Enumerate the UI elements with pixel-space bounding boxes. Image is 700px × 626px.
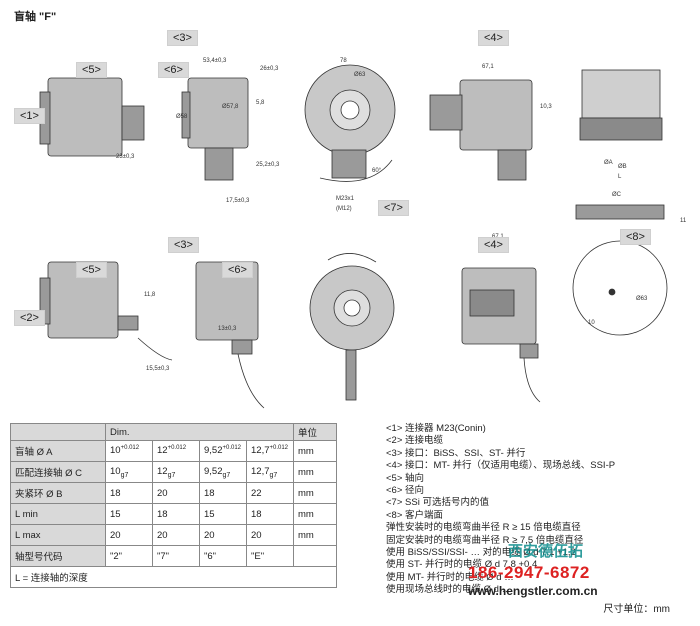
note-line: <5> 轴向 (386, 472, 425, 484)
view-tag: <2> (14, 310, 45, 326)
watermark-url: www.hengstler.com.cn (468, 584, 598, 598)
dim-header: Dim. (105, 423, 294, 441)
dim-label: L (618, 174, 622, 180)
dim-label: ØC (612, 192, 622, 198)
view-tag: <4> (478, 30, 509, 46)
view-tag: <3> (167, 30, 198, 46)
technical-drawing: 53,4±0,3 26±0,3 Ø58 Ø57,8 5,8 25,2±0,3 1… (39, 58, 687, 409)
dim-label: 53,4±0,3 (203, 58, 227, 64)
dim-label: 17,5±0,3 (226, 198, 250, 204)
table-corner (10, 423, 106, 441)
dim-label: (M12) (336, 206, 352, 212)
view-tag: <6> (158, 62, 189, 78)
note-line: <4> 接口：MT- 并行（仅适用电缆）、现场总线、SSI-P (386, 460, 616, 472)
dim-label: ØB (618, 164, 627, 170)
table-footer: L = 连接轴的深度 (10, 566, 337, 588)
view-tag: <1> (14, 108, 45, 124)
dim-label: 60° (372, 168, 382, 174)
dim-label: 26±0,3 (260, 66, 279, 72)
dim-label: 67,1 (482, 64, 494, 70)
table-row: L min 15 18 15 18 mm (10, 503, 337, 525)
view-tag: <4> (478, 237, 509, 253)
table-row: 匹配连接轴 Ø C 10g7 12g7 9,52g7 12,7g7 mm (10, 461, 337, 483)
note-line: <7> SSi 可选括号内的值 (386, 497, 489, 509)
view-tag: <6> (222, 262, 253, 278)
note-line: <3> 接口：BiSS、SSI、ST- 并行 (386, 447, 526, 459)
table-row: 盲轴 Ø A 10+0.012 12+0.012 9,52+0.012 12,7… (10, 440, 337, 462)
note-line: 使用现场总线时的电缆 Ø d … (386, 584, 512, 596)
dim-label: M23x1 (336, 196, 355, 202)
dim-label: ØA (604, 160, 613, 166)
note-line: <2> 连接电缆 (386, 435, 444, 447)
dim-label: 25,2±0,3 (256, 162, 280, 168)
note-line: 固定安装时的电缆弯曲半径 R ≥ 7,5 倍电缆直径 (386, 534, 584, 546)
dim-label: Ø63 (354, 72, 366, 78)
dim-label: 13±0,3 (218, 326, 237, 332)
watermark-phone: 186-2947-6872 (468, 563, 590, 582)
view-tag: <5> (76, 262, 107, 278)
dim-label: Ø57,8 (222, 104, 239, 110)
dim-label: 15,5±0,3 (146, 366, 170, 372)
view-tag: <3> (168, 237, 199, 253)
dim-label: 23±0,3 (116, 154, 135, 160)
dim-label: 11,8 (144, 292, 156, 298)
view-tag: <5> (76, 62, 107, 78)
note-line: <6> 径向 (386, 485, 425, 497)
note-line: 使用 BiSS/SSI/SSI- … 对的电缆 Ø d 7,1 +1,2 (386, 547, 576, 559)
page-title: 盲轴 "F" (14, 11, 57, 23)
dim-label: Ø58 (176, 114, 188, 120)
shaft-spec-table: Dim. 单位 盲轴 Ø A 10+0.012 12+0.012 9,52+0.… (10, 423, 337, 588)
note-line: 使用 MT- 并行时的电缆 Ø d … (386, 571, 514, 583)
notes-list: <1> 连接器 M23(Conin) <2> 连接电缆 <3> 接口：BiSS、… (386, 423, 615, 597)
table-row: 夹紧环 Ø B 18 20 18 22 mm (10, 482, 337, 504)
note-line: 弹性安装时的电缆弯曲半径 R ≥ 15 倍电缆直径 (386, 522, 581, 534)
dim-label: 10 (588, 320, 595, 326)
view-tag: <7> (378, 200, 409, 216)
note-line: 使用 ST- 并行时的电缆 Ø d 7,8 +0,4 (386, 559, 538, 571)
table-row: L max 20 20 20 20 mm (10, 524, 337, 546)
dim-label: Ø63 (636, 296, 648, 302)
note-line: <1> 连接器 M23(Conin) (386, 423, 486, 434)
dim-label: 11 (680, 218, 687, 224)
note-line: <8> 客户端面 (386, 509, 444, 521)
table-row: 轴型号代码 "2" "7" "6" "E" (10, 545, 337, 567)
dim-label: 78 (340, 58, 347, 64)
unit-header: 单位 (293, 423, 337, 441)
view-tag: <8> (620, 229, 651, 245)
dim-label: 10,3 (540, 104, 552, 110)
units-note: 尺寸单位：mm (603, 604, 670, 615)
dim-label: 5,8 (256, 100, 265, 106)
watermark-title: 西安德伍拓 (508, 543, 584, 560)
